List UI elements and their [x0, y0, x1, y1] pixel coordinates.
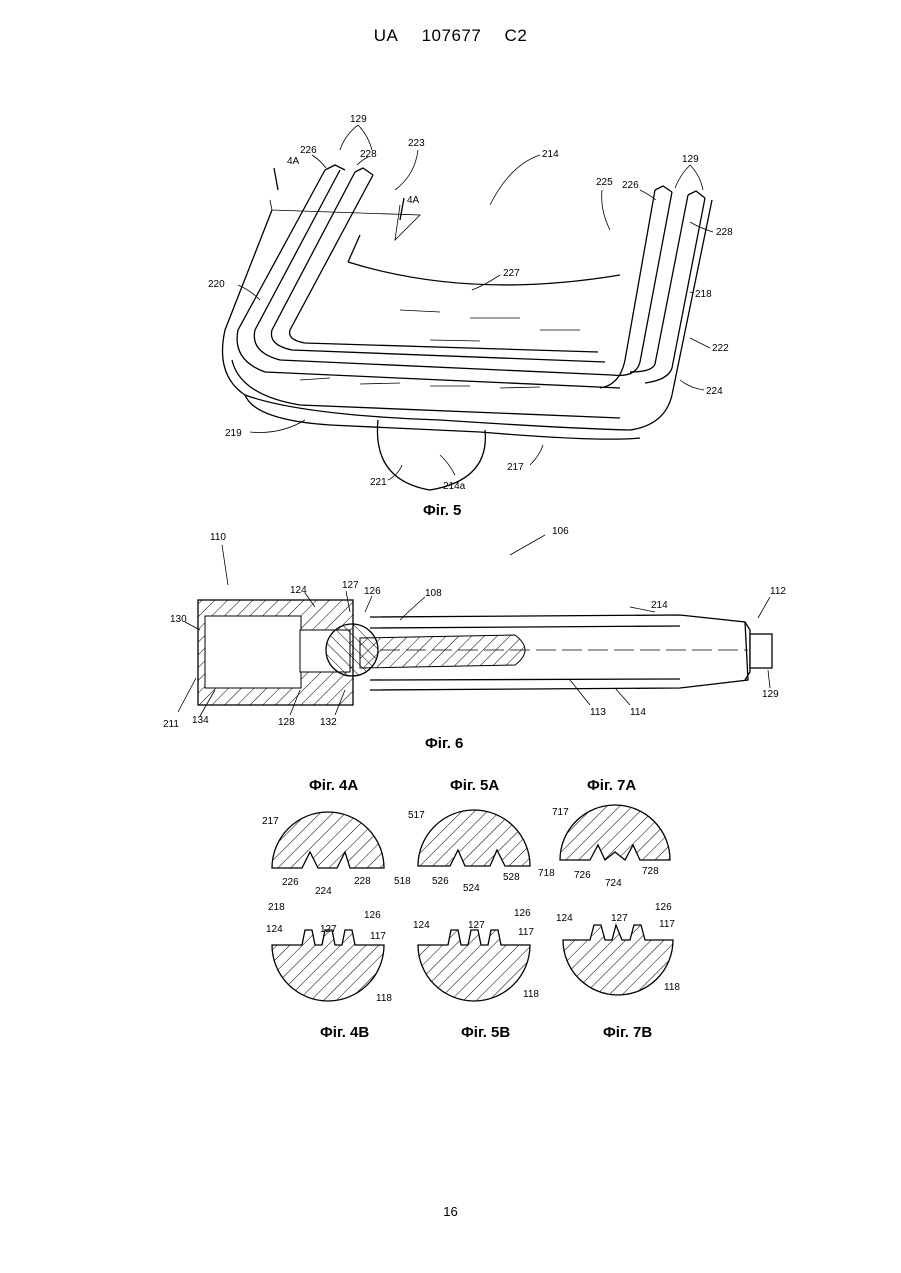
fig4b-label-124: 124	[266, 924, 283, 935]
caption-fig4b: Фіг. 4В	[320, 1024, 369, 1041]
fig5-label-228a: 228	[360, 149, 377, 160]
fig5-label-225: 225	[596, 177, 613, 188]
figure-4a-drawing: 217 226 224 228 218	[262, 812, 384, 913]
fig5-label-219: 219	[225, 428, 242, 439]
fig5-label-224: 224	[706, 386, 723, 397]
fig7b-label-126: 126	[655, 902, 672, 913]
fig6-label-114: 114	[630, 707, 646, 718]
fig5b-label-126: 126	[514, 908, 531, 919]
fig5-label-129a: 129	[350, 114, 367, 125]
fig5b-label-124: 124	[413, 920, 430, 931]
fig4b-label-126: 126	[364, 910, 381, 921]
fig5-label-223: 223	[408, 138, 425, 149]
fig5a-label-528: 528	[503, 872, 520, 883]
fig7a-label-724: 724	[605, 878, 622, 889]
fig4b-label-118: 118	[376, 993, 392, 1004]
fig6-label-132: 132	[320, 717, 337, 728]
fig6-label-108: 108	[425, 588, 442, 599]
figure-4b-drawing: 124 127 126 117 118	[266, 910, 392, 1004]
fig4b-label-127: 127	[320, 924, 337, 935]
caption-fig4a: Фіг. 4А	[309, 777, 358, 794]
figure-6-drawing: 110 106 124 127 126 108 214 112 130 129 …	[163, 526, 786, 730]
fig5-label-214: 214	[542, 149, 559, 160]
figure-5-drawing: 129 226 228 223 4A 4A 214 225 226 129 22…	[208, 114, 733, 492]
fig5-label-222: 222	[712, 343, 729, 354]
fig5a-label-526: 526	[432, 876, 449, 887]
fig6-label-130: 130	[170, 614, 187, 625]
fig4a-label-224: 224	[315, 886, 332, 897]
fig4a-label-226: 226	[282, 877, 299, 888]
caption-fig7b: Фіг. 7В	[603, 1024, 652, 1041]
fig5-label-220: 220	[208, 279, 225, 290]
fig5a-label-518: 518	[394, 876, 411, 887]
fig5b-label-117: 117	[518, 927, 534, 938]
fig5-label-217: 217	[507, 462, 524, 473]
figure-5b-drawing: 124 127 126 117 118	[413, 908, 539, 1001]
page-number: 16	[0, 1204, 901, 1219]
fig6-label-124: 124	[290, 585, 307, 596]
fig7b-label-117: 117	[659, 919, 675, 930]
fig6-label-112: 112	[770, 586, 786, 597]
fig5-label-228b: 228	[716, 227, 733, 238]
fig6-label-126: 126	[364, 586, 381, 597]
caption-fig5a: Фіг. 5А	[450, 777, 499, 794]
caption-fig5: Фіг. 5	[423, 502, 461, 519]
fig4a-label-217: 217	[262, 816, 279, 827]
fig6-label-113: 113	[590, 707, 606, 718]
fig6-label-110: 110	[210, 532, 226, 543]
fig7b-label-124: 124	[556, 913, 573, 924]
fig6-label-129: 129	[762, 689, 779, 700]
fig5-label-226a: 226	[300, 145, 317, 156]
fig6-label-106: 106	[552, 526, 569, 537]
fig7b-label-127: 127	[611, 913, 628, 924]
fig6-label-211: 211	[163, 719, 179, 730]
fig5-label-4a-right: 4A	[407, 195, 420, 206]
fig6-label-127: 127	[342, 580, 359, 591]
fig5b-label-127: 127	[468, 920, 485, 931]
figure-7b-drawing: 124 127 126 117 118	[556, 902, 680, 995]
fig7a-label-718: 718	[538, 868, 555, 879]
fig5-label-227: 227	[503, 268, 520, 279]
fig7a-label-717: 717	[552, 807, 569, 818]
caption-fig7a: Фіг. 7А	[587, 777, 636, 794]
fig7a-label-726: 726	[574, 870, 591, 881]
fig5-label-221: 221	[370, 477, 387, 488]
fig4b-label-117: 117	[370, 931, 386, 942]
caption-fig6: Фіг. 6	[425, 735, 463, 752]
fig5a-label-517: 517	[408, 810, 425, 821]
fig6-label-128: 128	[278, 717, 295, 728]
fig7b-label-118: 118	[664, 982, 680, 993]
fig5a-label-524: 524	[463, 883, 480, 894]
figure-5a-drawing: 517 518 526 524 528	[394, 810, 530, 894]
fig5-label-218: 218	[695, 289, 712, 300]
figure-7a-drawing: 717 718 726 724 728	[538, 805, 670, 889]
fig4a-label-228: 228	[354, 876, 371, 887]
fig5-label-129b: 129	[682, 154, 699, 165]
fig5b-label-118: 118	[523, 989, 539, 1000]
fig6-label-134: 134	[192, 715, 209, 726]
fig5-label-214a: 214a	[443, 481, 466, 492]
fig5-label-226b: 226	[622, 180, 639, 191]
fig4a-label-218: 218	[268, 902, 285, 913]
fig7a-label-728: 728	[642, 866, 659, 877]
fig5-label-4a-left: 4A	[287, 156, 300, 167]
fig6-label-214: 214	[651, 600, 668, 611]
caption-fig5b: Фіг. 5В	[461, 1024, 510, 1041]
